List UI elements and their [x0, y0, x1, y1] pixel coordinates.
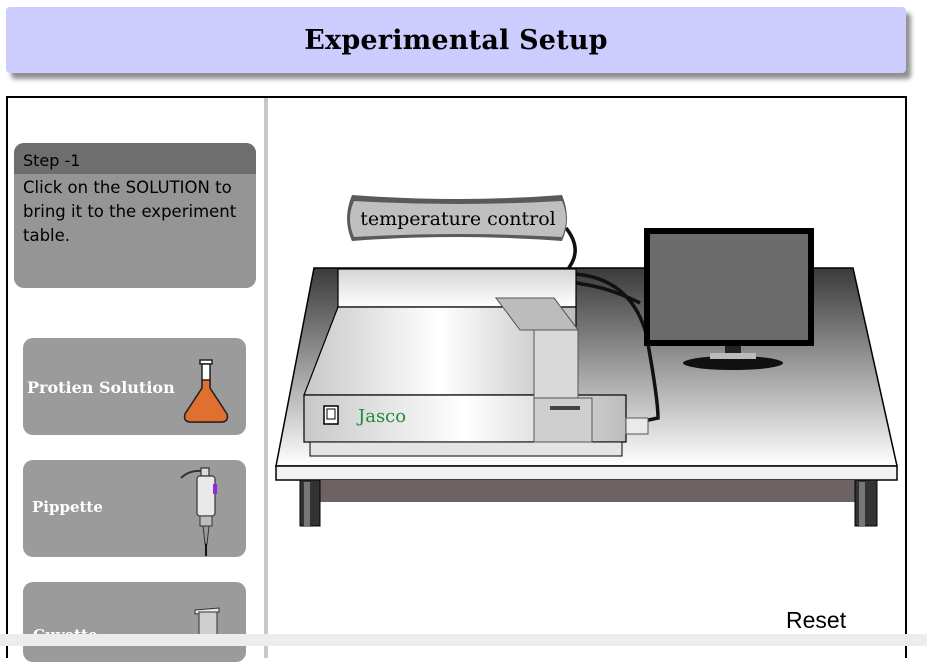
instrument-brand: Jasco	[358, 406, 407, 427]
bottom-strip	[0, 634, 927, 646]
page-title: Experimental Setup	[304, 24, 608, 56]
tool-pipette[interactable]: Pippette	[23, 460, 246, 557]
lab-table	[275, 226, 898, 527]
tool-label: Pippette	[32, 498, 103, 516]
step-instructions: Step -1 Click on the SOLUTION to bring i…	[14, 143, 256, 288]
step-text: Click on the SOLUTION to bring it to the…	[23, 178, 237, 245]
temperature-control-label[interactable]: temperature control	[348, 199, 568, 239]
reset-button[interactable]: Reset	[786, 607, 847, 633]
experiment-stage: temperature control Jasco Reset	[270, 98, 905, 658]
left-panel: Step -1 Click on the SOLUTION to bring i…	[8, 98, 268, 662]
tool-protein-solution[interactable]: Protien Solution	[23, 338, 246, 435]
flask-icon	[183, 359, 229, 423]
pipette-icon	[180, 467, 217, 556]
page-header: Experimental Setup	[6, 7, 906, 73]
tool-label: Protien Solution	[27, 378, 175, 397]
step-title: Step -1	[14, 143, 256, 174]
experiment-frame: Step -1 Click on the SOLUTION to bring i…	[6, 96, 907, 662]
tool-cuvette[interactable]: Cuvette	[23, 582, 246, 662]
